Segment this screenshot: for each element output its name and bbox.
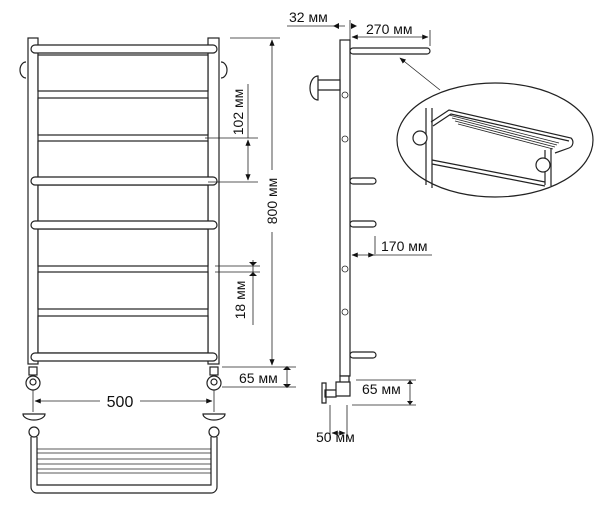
rung-thickness-label: 18 мм	[232, 281, 248, 320]
fitting-label: 50 мм	[316, 429, 355, 445]
height-label: 800 мм	[264, 178, 280, 225]
side-dimensions	[287, 20, 441, 440]
side-bottom-offset-label: 65 мм	[362, 381, 401, 397]
side-view: 32 мм 270 мм 170 мм 65 мм 50 мм	[287, 9, 441, 445]
right-post	[207, 37, 220, 365]
side-post	[339, 39, 351, 377]
rung-spacing-label: 102 мм	[230, 89, 246, 136]
bottom-offset-label: 65 мм	[239, 370, 278, 386]
panels	[37, 54, 209, 354]
top-shelf-arm	[349, 47, 431, 55]
bottom-valves	[25, 366, 222, 391]
rung-ends	[341, 91, 349, 316]
shelf-front	[22, 413, 226, 494]
front-view: 800 мм 102 мм 18 мм 65 мм 500	[19, 37, 296, 494]
shelf-depth-label: 270 мм	[366, 21, 413, 37]
front-dimensions	[32, 37, 296, 412]
left-post	[27, 37, 39, 365]
side-fitting	[321, 375, 351, 404]
wall-hook	[309, 75, 341, 101]
shelf-detail-inset	[396, 82, 594, 198]
post-depth-label: 32 мм	[289, 9, 328, 25]
round-rungs	[30, 44, 218, 362]
width-label: 500	[107, 394, 134, 411]
rung-depth-label: 170 мм	[381, 238, 428, 254]
